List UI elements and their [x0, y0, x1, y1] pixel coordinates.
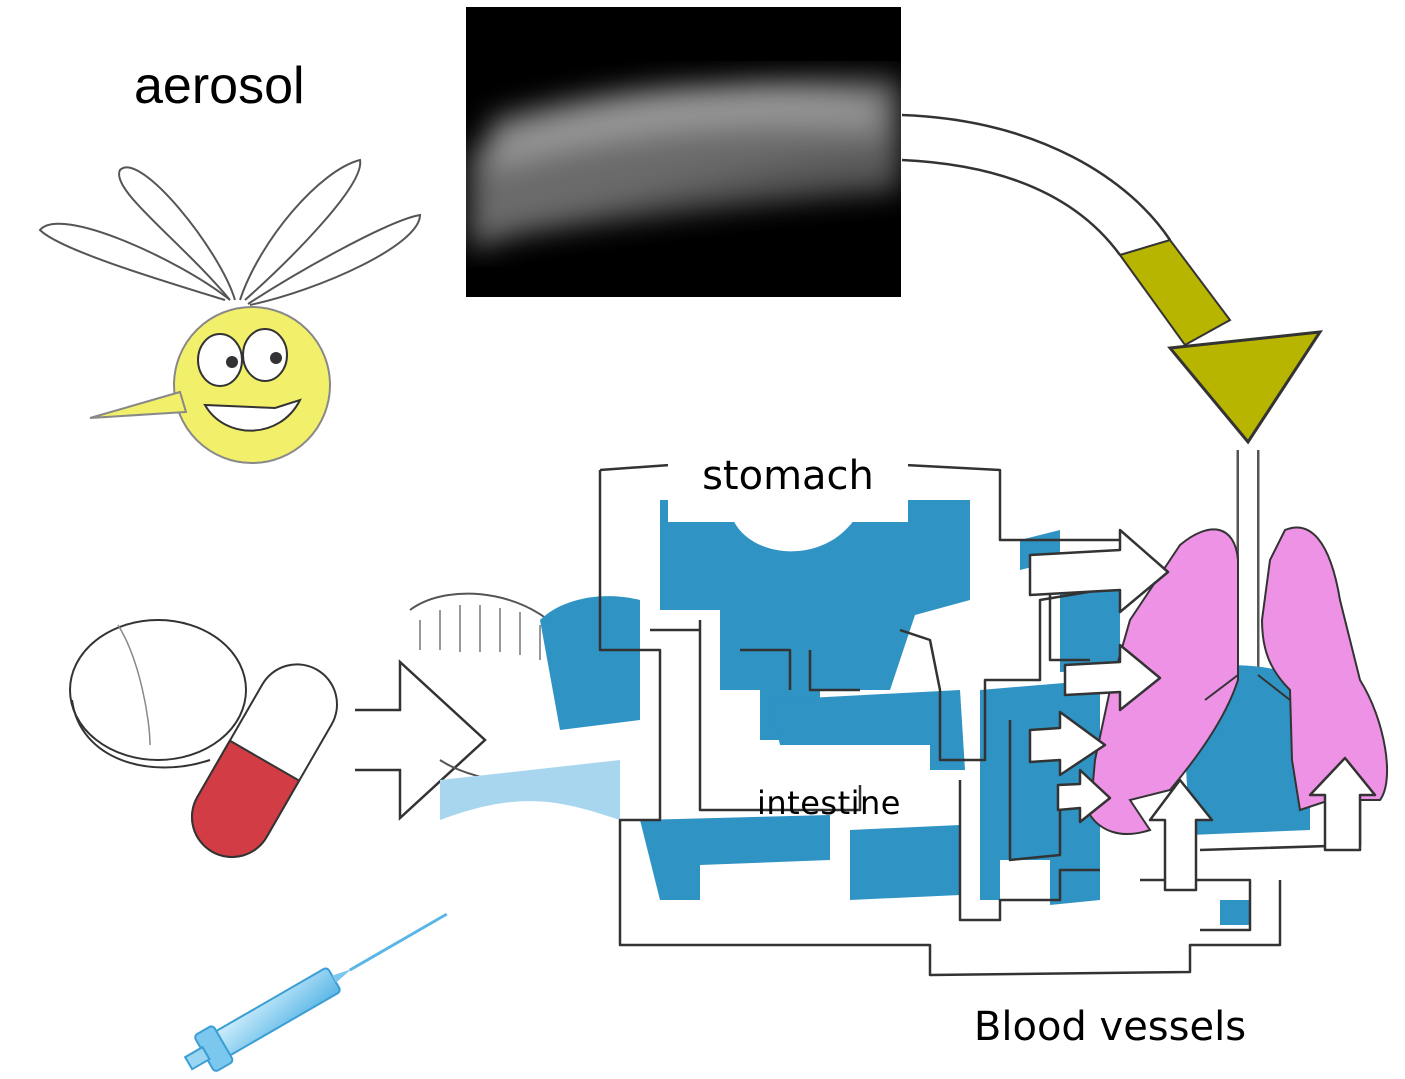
flying-smiley-icon [40, 160, 420, 463]
intestine-label: intestine [757, 784, 901, 822]
tablet-icon [70, 620, 246, 768]
aerosol-label: aerosol [134, 56, 305, 116]
stomach-label: stomach [668, 446, 908, 522]
aerosol-cloud-image [466, 7, 901, 297]
blood-vessels-label: Blood vessels [940, 992, 1280, 1072]
syringe-icon [178, 896, 457, 1075]
